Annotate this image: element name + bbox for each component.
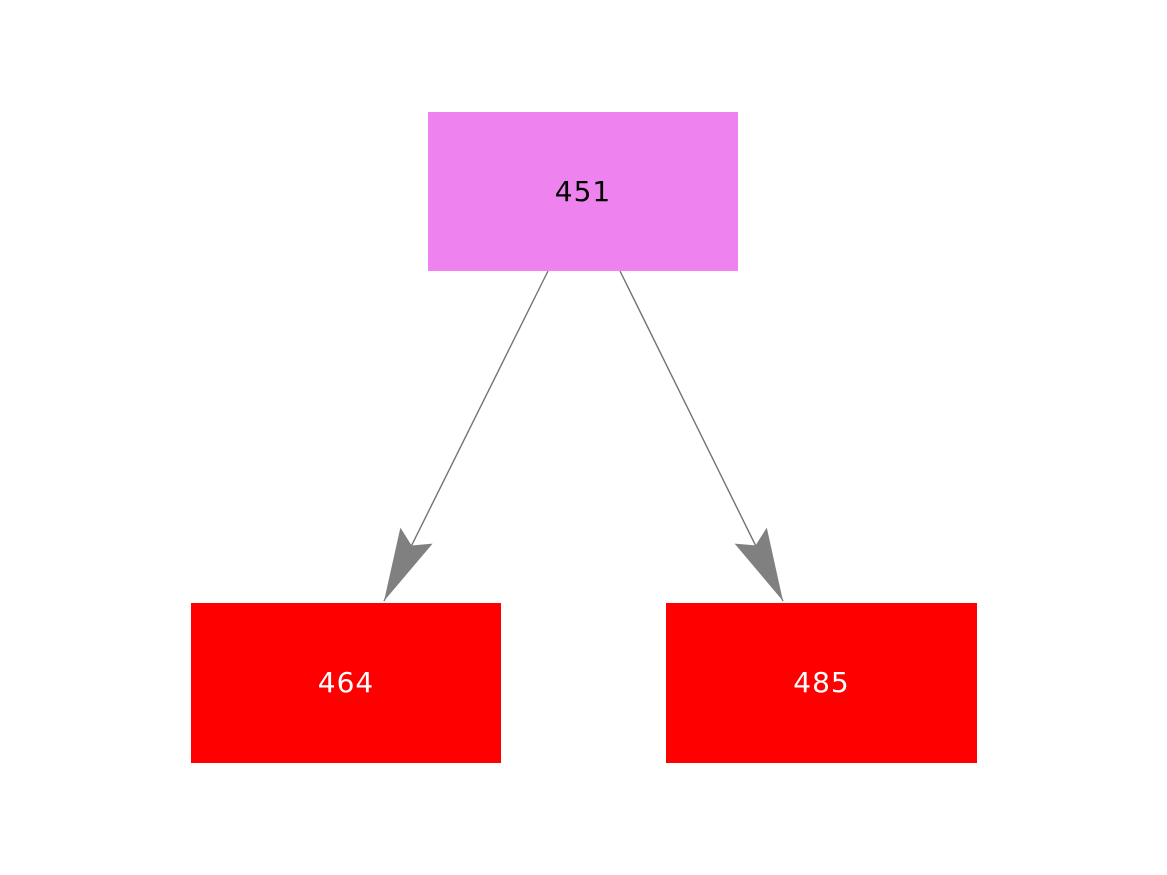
node-485-label: 485 [793, 666, 850, 699]
node-451-label: 451 [554, 174, 612, 208]
node-464: 464 [191, 603, 501, 763]
edge-451-464-arrowhead-icon [384, 527, 433, 601]
node-485: 485 [666, 603, 977, 763]
edge-451-485-arrowhead-icon [734, 527, 783, 601]
node-464-label: 464 [317, 666, 375, 699]
node-451: 451 [428, 112, 738, 271]
